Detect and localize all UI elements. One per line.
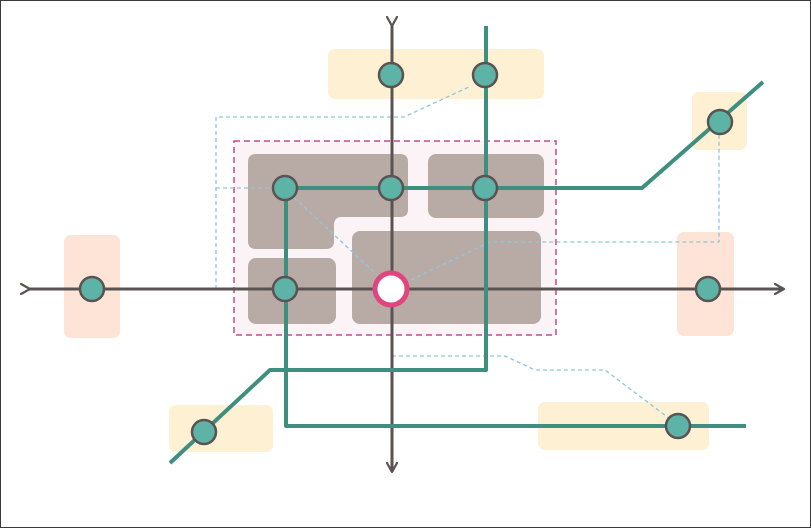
station-icon[interactable]	[706, 108, 734, 136]
center-hub-icon[interactable]	[372, 270, 410, 308]
station-icon[interactable]	[78, 275, 106, 303]
zone-bottom-left	[169, 405, 273, 452]
station-icon[interactable]	[271, 275, 299, 303]
station-icon[interactable]	[271, 174, 299, 202]
station-icon[interactable]	[377, 174, 405, 202]
transit-line-west-south	[284, 188, 746, 428]
station-icon[interactable]	[471, 61, 499, 89]
station-icon[interactable]	[471, 174, 499, 202]
zone-top	[328, 49, 544, 99]
dashed-link-diagonal	[283, 187, 393, 290]
station-icon[interactable]	[664, 412, 692, 440]
dashed-link-south	[392, 355, 679, 426]
station-icon[interactable]	[377, 61, 405, 89]
station-icon[interactable]	[694, 275, 722, 303]
dashed-link-west-loop	[215, 85, 472, 289]
station-icon[interactable]	[190, 418, 218, 446]
